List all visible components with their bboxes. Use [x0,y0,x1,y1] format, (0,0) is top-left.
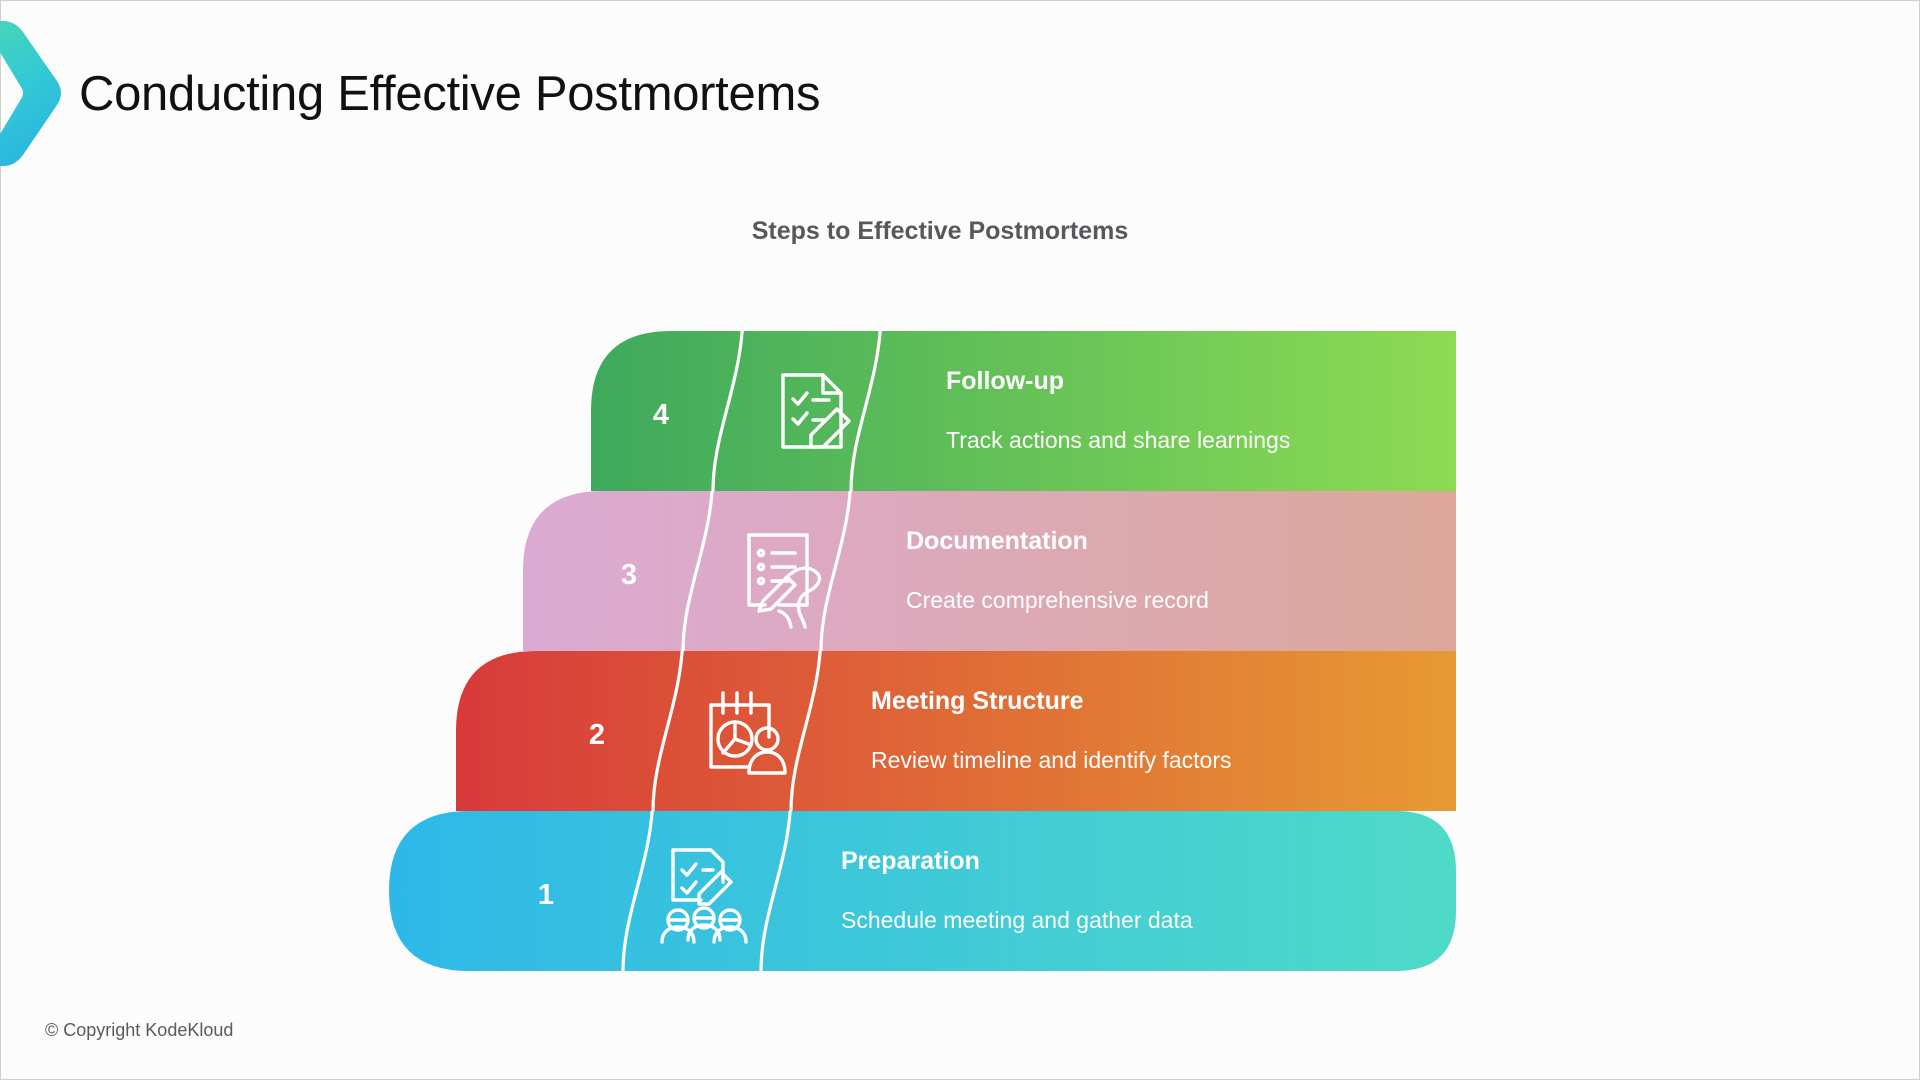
calendar-chart-person-icon [709,691,787,775]
steps-diagram-svg: 4 Follow-up Track actions and share lear… [389,331,1456,981]
step-desc-1: Schedule meeting and gather data [841,907,1193,933]
diagram-title-text: Steps to Effective Postmortems [751,217,1129,245]
step-title-2: Meeting Structure [871,687,1084,715]
step-desc-2: Review timeline and identify factors [871,747,1232,773]
step-title-3: Documentation [906,527,1088,555]
copyright-footer: © Copyright KodeKloud [45,1020,234,1040]
hand-writing-document-icon [747,533,822,629]
page-title: Conducting Effective Postmortems [79,67,821,121]
step-number-1: 1 [538,879,554,911]
step-title-1: Preparation [841,847,980,875]
step-desc-4: Track actions and share learnings [946,427,1290,453]
clipboard-team-icon [660,848,748,944]
step-desc-3: Create comprehensive record [906,587,1209,613]
step-number-4: 4 [653,399,669,431]
diagram-title: Steps to Effective Postmortems [1,217,1920,246]
step-row-4[interactable]: 4 Follow-up Track actions and share lear… [591,331,1456,581]
checklist-pencil-icon [781,373,851,449]
step-number-3: 3 [621,559,637,591]
brand-chevron-logo [0,19,73,169]
step-number-2: 2 [589,719,605,751]
chevron-right-icon [0,21,61,166]
step-row-3[interactable]: 3 Documentation Create comprehensive rec… [523,471,1456,741]
step-title-4: Follow-up [946,367,1064,395]
step-row-1[interactable]: 1 Preparation Schedule meeting [389,791,1456,981]
steps-diagram: 4 Follow-up Track actions and share lear… [1,331,1920,981]
step-row-2[interactable]: 2 Meeting Structure Review timeline and … [456,631,1456,901]
